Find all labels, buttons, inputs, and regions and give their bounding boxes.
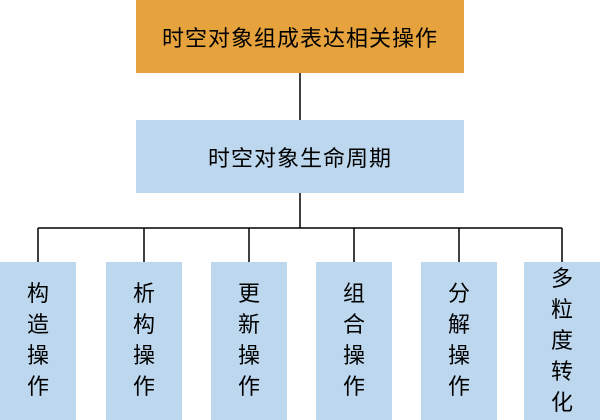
leaf-node-label: 析构操作 <box>132 282 155 400</box>
leaf-node-label: 更新操作 <box>237 282 260 400</box>
leaf-node-label: 构造操作 <box>26 282 49 400</box>
leaf-node-label: 分解操作 <box>447 282 470 400</box>
leaf-node-label: 组合操作 <box>342 282 365 400</box>
leaf-node-update: 更新操作 <box>211 262 287 420</box>
leaf-node-decompose: 分解操作 <box>421 262 497 420</box>
lifecycle-node: 时空对象生命周期 <box>136 120 464 193</box>
root-node-label: 时空对象组成表达相关操作 <box>161 26 438 52</box>
root-node: 时空对象组成表达相关操作 <box>136 0 464 73</box>
leaf-node-destruct: 析构操作 <box>106 262 182 420</box>
leaf-node-construct: 构造操作 <box>0 262 76 420</box>
leaf-node-label: 多粒度转化 <box>550 266 573 416</box>
leaf-node-multigranularity: 多粒度转化 <box>524 262 600 420</box>
leaf-node-combine: 组合操作 <box>316 262 392 420</box>
lifecycle-node-label: 时空对象生命周期 <box>207 146 392 172</box>
